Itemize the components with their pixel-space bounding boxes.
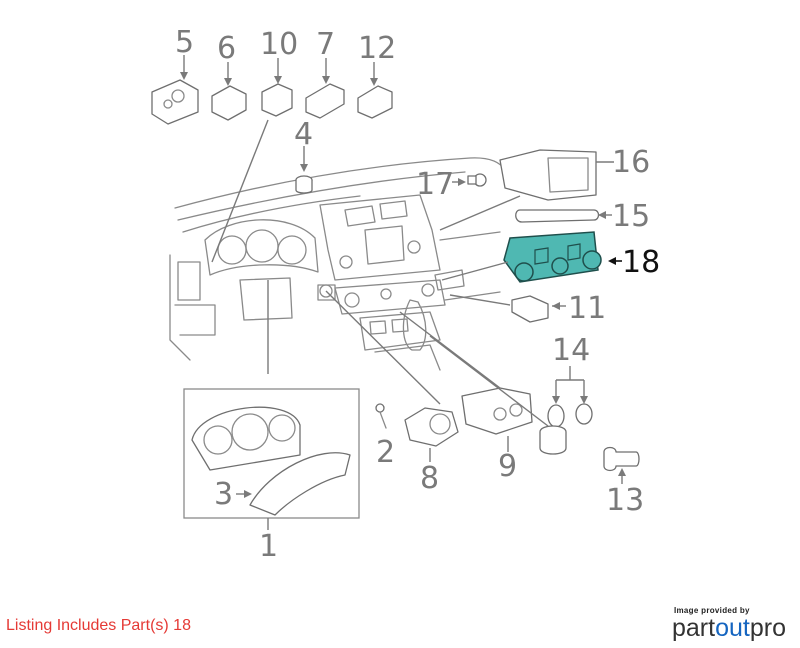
part-1-instrument-cluster <box>183 280 360 530</box>
brand-name-out: out <box>715 614 750 642</box>
listing-includes-text: Listing Includes Part(s) 18 <box>6 617 191 634</box>
part-11-switch <box>511 295 566 323</box>
partoutpro-logo: Image provided by partoutpro <box>672 606 786 641</box>
part-9-switch-panel <box>399 311 533 452</box>
callout-8: 8 <box>420 461 439 496</box>
brand-name-pro: pro <box>749 614 786 642</box>
part-6-switch <box>211 62 247 121</box>
callout-10: 10 <box>260 27 298 62</box>
callout-13: 13 <box>606 483 644 518</box>
dashboard-outline <box>169 157 506 371</box>
part-5-switch <box>151 55 199 125</box>
brand-name-part: part <box>672 614 716 642</box>
brand-caption: Image provided by <box>674 606 750 615</box>
part-10-switch <box>261 58 293 117</box>
part-7-switch <box>305 58 345 119</box>
callout-6: 6 <box>217 31 236 66</box>
part-13-socket <box>603 446 640 484</box>
callout-2: 2 <box>376 435 395 470</box>
part-4-knob <box>295 146 313 194</box>
callout-11: 11 <box>568 291 606 326</box>
part-17-screw <box>452 173 487 187</box>
callout-3: 3 <box>214 477 233 512</box>
callout-14: 14 <box>552 333 590 368</box>
part-8-knob <box>325 290 459 462</box>
callout-18: 18 <box>622 245 660 280</box>
callout-9: 9 <box>498 449 517 484</box>
callout-5: 5 <box>175 25 194 60</box>
brand-name: partoutpro <box>672 615 786 641</box>
callout-16: 16 <box>612 145 650 180</box>
callout-7: 7 <box>316 27 335 62</box>
part-14-sockets <box>429 335 593 455</box>
callout-4: 4 <box>294 117 313 152</box>
callout-17: 17 <box>416 167 454 202</box>
part-15-trim <box>515 209 612 223</box>
part-2-screw <box>375 403 387 429</box>
callout-12: 12 <box>358 31 396 66</box>
part-12-switch <box>357 62 393 119</box>
part-18-climate-control[interactable] <box>503 231 622 283</box>
part-16-display <box>499 149 614 201</box>
callout-15: 15 <box>612 199 650 234</box>
callout-1: 1 <box>259 529 278 564</box>
